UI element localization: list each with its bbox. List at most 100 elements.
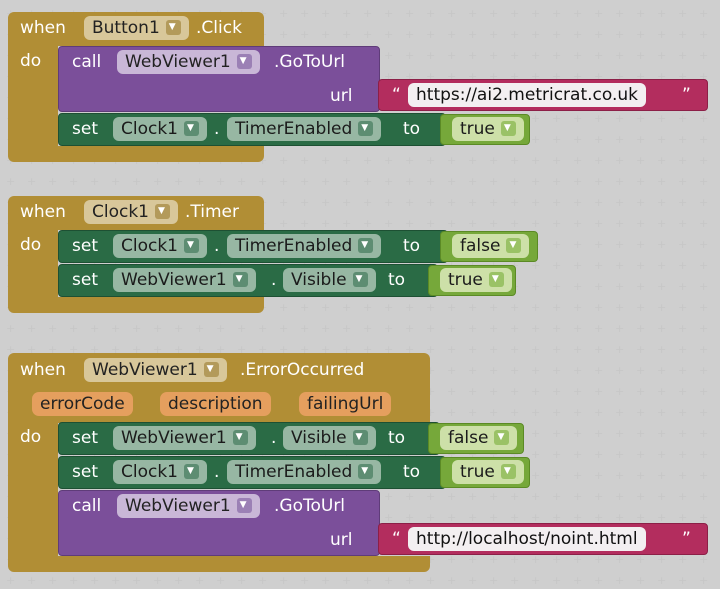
grid-plus-mark: + [678,469,688,482]
event-footer [8,146,264,162]
grid-plus-mark: + [363,301,373,314]
grid-plus-mark: + [594,427,604,440]
grid-plus-mark: + [510,322,520,335]
grid-plus-mark: + [552,259,562,272]
component-dropdown[interactable]: WebViewer1 [117,50,260,74]
property-dropdown[interactable]: TimerEnabled [227,234,382,258]
boolean-dropdown[interactable]: true [452,117,524,141]
grid-plus-mark: + [657,301,667,314]
grid-plus-mark: + [615,427,625,440]
component-dropdown[interactable]: Clock1 [113,117,208,141]
grid-plus-mark: + [678,196,688,209]
grid-plus-mark: + [699,343,709,356]
grid-plus-mark: + [321,301,331,314]
param-description[interactable]: description [160,392,271,416]
grid-plus-mark: + [615,217,625,230]
grid-plus-mark: + [531,469,541,482]
grid-plus-mark: + [699,553,709,566]
grid-plus-mark: + [426,511,436,524]
property-dropdown[interactable]: TimerEnabled [227,460,382,484]
url-text-field[interactable]: https://ai2.metricrat.co.uk [408,83,646,107]
grid-plus-mark: + [489,364,499,377]
grid-plus-mark: + [636,7,646,20]
grid-plus-mark: + [384,175,394,188]
param-errorcode[interactable]: errorCode [32,392,133,416]
url-text-field[interactable]: http://localhost/noint.html [408,527,646,551]
grid-plus-mark: + [510,70,520,83]
grid-plus-mark: + [594,280,604,293]
grid-plus-mark: + [384,217,394,230]
grid-plus-mark: + [678,49,688,62]
chevron-down-icon [352,271,368,287]
grid-plus-mark: + [657,238,667,251]
boolean-dropdown[interactable]: false [440,426,518,450]
boolean-dropdown[interactable]: true [440,268,512,292]
component-dropdown[interactable]: Clock1 [84,200,179,224]
boolean-dropdown[interactable]: false [452,234,530,258]
grid-plus-mark: + [657,70,667,83]
grid-plus-mark: + [594,7,604,20]
property-dropdown[interactable]: Visible [283,426,376,450]
grid-plus-mark: + [531,448,541,461]
grid-plus-mark: + [384,343,394,356]
grid-plus-mark: + [510,448,520,461]
param-failingurl[interactable]: failingUrl [299,392,392,416]
grid-plus-mark: + [111,574,121,587]
component-dropdown[interactable]: WebViewer1 [113,268,256,292]
grid-plus-mark: + [573,385,583,398]
grid-plus-mark: + [258,574,268,587]
property-dropdown[interactable]: TimerEnabled [227,117,382,141]
grid-plus-mark: + [384,28,394,41]
grid-plus-mark: + [552,553,562,566]
grid-plus-mark: + [321,175,331,188]
dot-separator: . [214,462,220,482]
dot-separator: . [271,428,277,448]
grid-plus-mark: + [510,217,520,230]
grid-plus-mark: + [531,112,541,125]
to-keyword: to [403,462,421,482]
boolean-dropdown[interactable]: true [452,460,524,484]
grid-plus-mark: + [573,448,583,461]
grid-plus-mark: + [657,154,667,167]
grid-plus-mark: + [615,259,625,272]
component-dropdown[interactable]: WebViewer1 [84,358,227,382]
property-dropdown[interactable]: Visible [283,268,376,292]
chevron-down-icon [184,463,200,479]
grid-plus-mark: + [531,343,541,356]
grid-plus-mark: + [321,343,331,356]
grid-plus-mark: + [363,322,373,335]
grid-plus-mark: + [363,217,373,230]
grid-plus-mark: + [363,574,373,587]
component-dropdown[interactable]: WebViewer1 [117,494,260,518]
grid-plus-mark: + [615,406,625,419]
grid-plus-mark: + [552,28,562,41]
chevron-down-icon [494,429,510,445]
component-dropdown[interactable]: Button1 [84,16,189,40]
grid-plus-mark: + [657,49,667,62]
grid-plus-mark: + [279,154,289,167]
grid-plus-mark: + [6,343,16,356]
grid-plus-mark: + [321,154,331,167]
grid-plus-mark: + [468,301,478,314]
grid-plus-mark: + [468,448,478,461]
component-dropdown[interactable]: Clock1 [113,234,208,258]
grid-plus-mark: + [657,574,667,587]
grid-plus-mark: + [489,574,499,587]
grid-plus-mark: + [447,511,457,524]
component-dropdown[interactable]: WebViewer1 [113,426,256,450]
grid-plus-mark: + [531,406,541,419]
grid-plus-mark: + [552,427,562,440]
grid-plus-mark: + [636,490,646,503]
grid-plus-mark: + [468,490,478,503]
component-dropdown[interactable]: Clock1 [113,460,208,484]
grid-plus-mark: + [615,448,625,461]
grid-plus-mark: + [636,112,646,125]
grid-plus-mark: + [594,364,604,377]
grid-plus-mark: + [48,343,58,356]
chevron-down-icon [203,361,219,377]
grid-plus-mark: + [279,343,289,356]
grid-plus-mark: + [615,343,625,356]
grid-plus-mark: + [636,469,646,482]
grid-plus-mark: + [552,490,562,503]
grid-plus-mark: + [132,574,142,587]
